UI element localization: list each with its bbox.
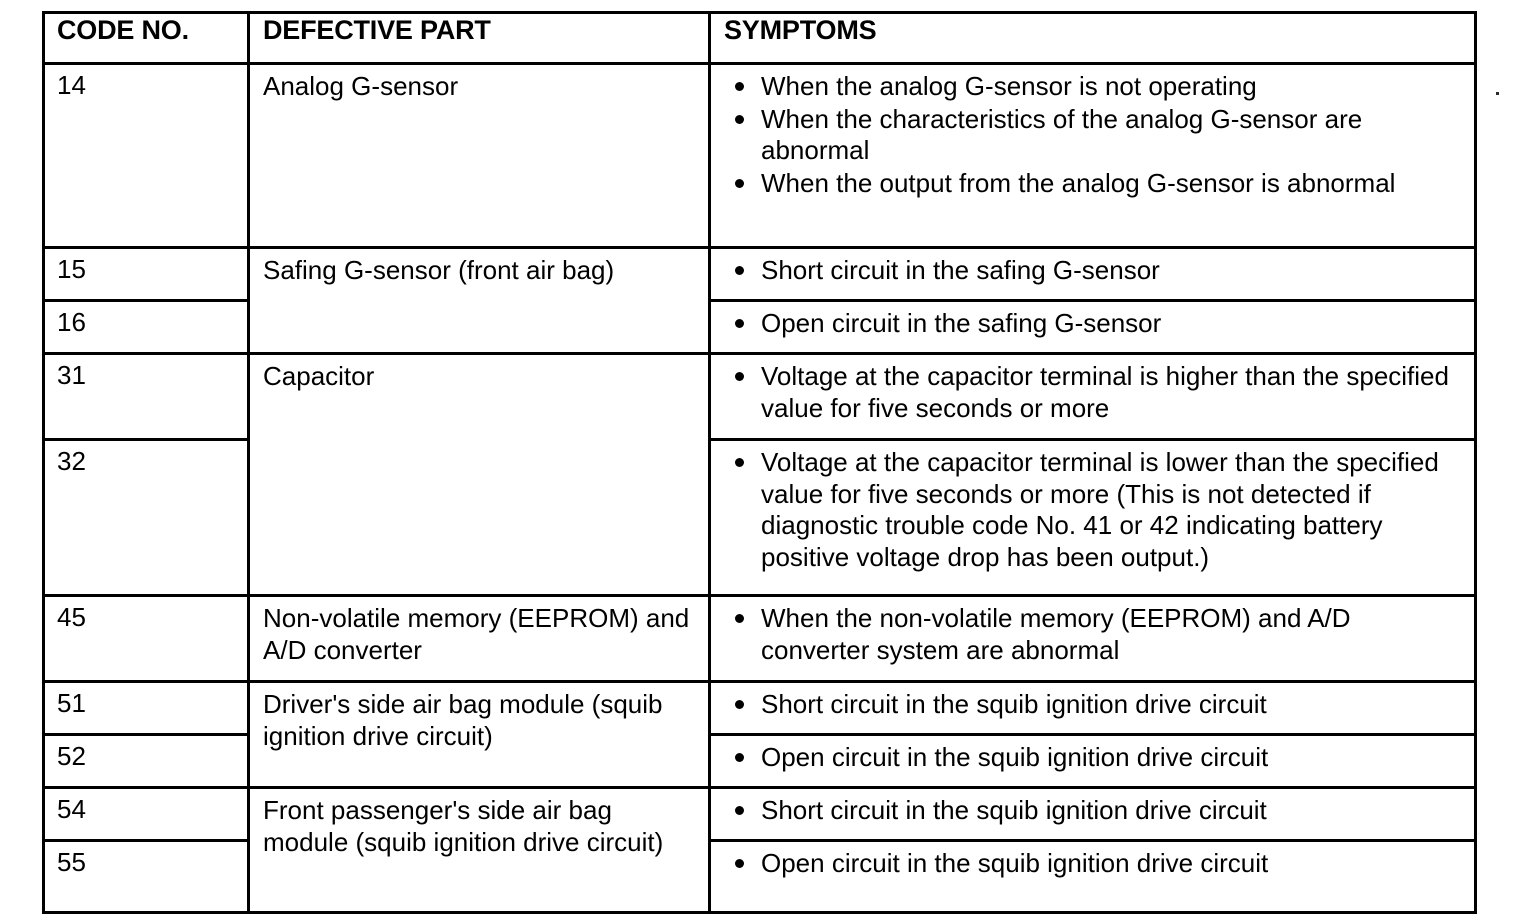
- cell-code-no: 55: [42, 839, 250, 914]
- symptom-list: Open circuit in the squib ignition drive…: [729, 848, 1464, 880]
- header-row: CODE NO. DEFECTIVE PART SYMPTOMS: [42, 11, 1477, 65]
- symptom-list: When the non-volatile memory (EEPROM) an…: [729, 603, 1464, 666]
- symptom-list: Short circuit in the squib ignition driv…: [729, 795, 1464, 827]
- cell-symptoms: Voltage at the capacitor terminal is low…: [708, 438, 1477, 597]
- table-row: 45 Non-volatile memory (EEPROM) and A/D …: [42, 594, 1477, 683]
- document-page: CODE NO. DEFECTIVE PART SYMPTOMS 14 Anal…: [42, 11, 1499, 914]
- symptom-text: When the characteristics of the analog G…: [761, 103, 1363, 166]
- symptom-item: Open circuit in the safing G-sensor: [729, 308, 1464, 340]
- table-row: 14 Analog G-sensor When the analog G-sen…: [42, 62, 1477, 249]
- diagnostic-trouble-code-table: CODE NO. DEFECTIVE PART SYMPTOMS 14 Anal…: [42, 11, 1477, 914]
- symptom-item: Short circuit in the squib ignition driv…: [729, 795, 1464, 827]
- table-row: 52 Open circuit in the squib ignition dr…: [42, 733, 1477, 789]
- symptom-text: Open circuit in the squib ignition drive…: [761, 848, 1269, 878]
- column-header-symptoms: SYMPTOMS: [708, 11, 1477, 65]
- table-row: 16 Open circuit in the safing G-sensor: [42, 299, 1477, 355]
- bullet-icon: [735, 266, 744, 275]
- cell-symptoms: Open circuit in the squib ignition drive…: [708, 839, 1477, 914]
- cell-code-no: 51: [42, 680, 250, 736]
- cell-symptoms: Short circuit in the squib ignition driv…: [708, 786, 1477, 842]
- bullet-icon: [735, 859, 744, 868]
- bullet-icon: [735, 179, 744, 189]
- table-row: 32 Voltage at the capacitor terminal is …: [42, 438, 1477, 597]
- bullet-icon: [735, 114, 744, 124]
- cell-symptoms: Open circuit in the squib ignition drive…: [708, 733, 1477, 789]
- symptom-list: Voltage at the capacitor terminal is low…: [729, 447, 1464, 574]
- cell-defective-part: Driver's side air bag module (squib igni…: [247, 680, 711, 789]
- cell-defective-part: Capacitor: [247, 352, 711, 597]
- bullet-icon: [735, 372, 744, 381]
- cell-code-no: 14: [42, 62, 250, 249]
- cell-symptoms: Voltage at the capacitor terminal is hig…: [708, 352, 1477, 441]
- symptom-list: When the analog G-sensor is not operatin…: [729, 71, 1464, 200]
- cell-code-no: 54: [42, 786, 250, 842]
- bullet-icon: [735, 614, 744, 623]
- symptom-item: Short circuit in the squib ignition driv…: [729, 689, 1464, 721]
- symptom-list: Open circuit in the safing G-sensor: [729, 308, 1464, 340]
- cell-code-no: 31: [42, 352, 250, 441]
- column-header-defective-part: DEFECTIVE PART: [247, 11, 711, 65]
- symptom-item: When the output from the analog G-sensor…: [729, 168, 1464, 200]
- table-row: 31 Capacitor Voltage at the capacitor te…: [42, 352, 1477, 597]
- bullet-icon: [735, 806, 744, 815]
- table-row: 15 Safing G-sensor (front air bag) Short…: [42, 246, 1477, 355]
- symptom-text: Voltage at the capacitor terminal is hig…: [761, 361, 1449, 423]
- symptom-text: Voltage at the capacitor terminal is low…: [761, 447, 1439, 573]
- symptom-text: Open circuit in the safing G-sensor: [761, 308, 1162, 338]
- cell-symptoms: Short circuit in the safing G-sensor: [708, 246, 1477, 302]
- symptom-text: When the non-volatile memory (EEPROM) an…: [761, 603, 1351, 665]
- cell-code-no: 32: [42, 438, 250, 597]
- cell-code-no: 15: [42, 246, 250, 302]
- cell-symptoms: When the analog G-sensor is not operatin…: [708, 62, 1477, 249]
- symptom-list: Short circuit in the squib ignition driv…: [729, 689, 1464, 721]
- symptom-text: Open circuit in the squib ignition drive…: [761, 742, 1269, 772]
- symptom-list: Voltage at the capacitor terminal is hig…: [729, 361, 1464, 424]
- symptom-item: When the characteristics of the analog G…: [729, 104, 1464, 167]
- symptom-item: When the non-volatile memory (EEPROM) an…: [729, 603, 1464, 666]
- cell-code-no: 16: [42, 299, 250, 355]
- table-row: 51 Driver's side air bag module (squib i…: [42, 680, 1477, 789]
- table-row: 54 Front passenger's side air bag module…: [42, 786, 1477, 914]
- bullet-icon: [735, 458, 744, 467]
- symptom-item: Open circuit in the squib ignition drive…: [729, 742, 1464, 774]
- bullet-icon: [735, 753, 744, 762]
- cell-defective-part: Safing G-sensor (front air bag): [247, 246, 711, 355]
- symptom-text: Short circuit in the squib ignition driv…: [761, 689, 1267, 719]
- symptom-list: Short circuit in the safing G-sensor: [729, 255, 1464, 287]
- symptom-list: Open circuit in the squib ignition drive…: [729, 742, 1464, 774]
- bullet-icon: [735, 319, 744, 328]
- symptom-item: Open circuit in the squib ignition drive…: [729, 848, 1464, 880]
- symptom-item: When the analog G-sensor is not operatin…: [729, 71, 1464, 103]
- cell-code-no: 45: [42, 594, 250, 683]
- symptom-text: When the output from the analog G-sensor…: [761, 168, 1396, 199]
- cell-code-no: 52: [42, 733, 250, 789]
- symptom-text: When the analog G-sensor is not operatin…: [761, 71, 1257, 101]
- cell-symptoms: Short circuit in the squib ignition driv…: [708, 680, 1477, 736]
- symptom-item: Voltage at the capacitor terminal is low…: [729, 447, 1464, 574]
- cell-defective-part: Front passenger's side air bag module (s…: [247, 786, 711, 914]
- table-header: CODE NO. DEFECTIVE PART SYMPTOMS: [42, 11, 1477, 65]
- cell-symptoms: Open circuit in the safing G-sensor: [708, 299, 1477, 355]
- cell-defective-part: Analog G-sensor: [247, 62, 711, 249]
- bullet-icon: [735, 82, 744, 91]
- cell-symptoms: When the non-volatile memory (EEPROM) an…: [708, 594, 1477, 683]
- cell-defective-part: Non-volatile memory (EEPROM) and A/D con…: [247, 594, 711, 683]
- symptom-item: Short circuit in the safing G-sensor: [729, 255, 1464, 287]
- symptom-text: Short circuit in the safing G-sensor: [761, 255, 1160, 285]
- symptom-text: Short circuit in the squib ignition driv…: [761, 795, 1267, 825]
- symptom-item: Voltage at the capacitor terminal is hig…: [729, 361, 1464, 424]
- column-header-code-no: CODE NO.: [42, 11, 250, 65]
- bullet-icon: [735, 700, 744, 709]
- scan-artifact-speck: [1496, 92, 1499, 95]
- table-body: 14 Analog G-sensor When the analog G-sen…: [42, 62, 1477, 914]
